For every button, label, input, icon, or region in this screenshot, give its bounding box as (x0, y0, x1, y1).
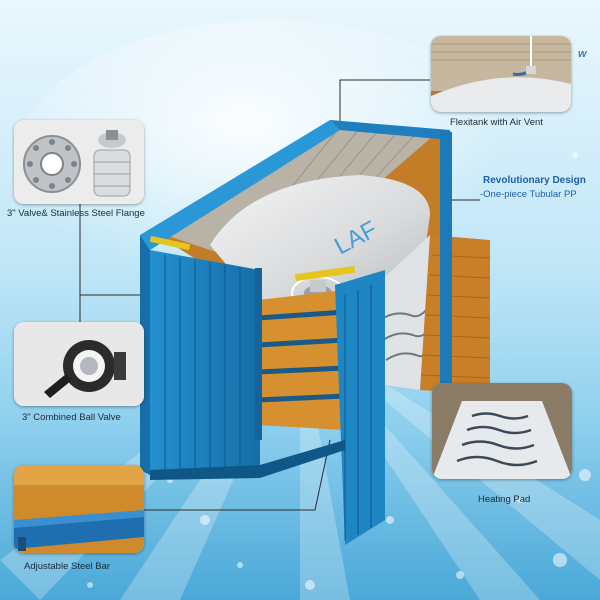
revolutionary-design-subtitle: -One-piece Tubular PP (480, 189, 577, 200)
steel-bar-caption: Adjustable Steel Bar (24, 561, 111, 572)
valve-flange-caption: 3" Valve& Stainless Steel Flange (7, 208, 145, 219)
flexitank-vent-caption: Flexitank with Air Vent (450, 117, 543, 128)
steel-bar-photo (14, 465, 144, 553)
brand-watermark: w (578, 48, 587, 60)
revolutionary-design-title: Revolutionary Design (483, 175, 586, 186)
flexitank-vent-photo (431, 36, 571, 112)
heating-pad-photo (432, 383, 572, 479)
valve-flange-photo (14, 120, 144, 204)
heating-pad-caption: Heating Pad (478, 494, 531, 505)
ball-valve-caption: 3" Combined Ball Valve (22, 412, 121, 423)
ball-valve-photo (14, 322, 144, 406)
